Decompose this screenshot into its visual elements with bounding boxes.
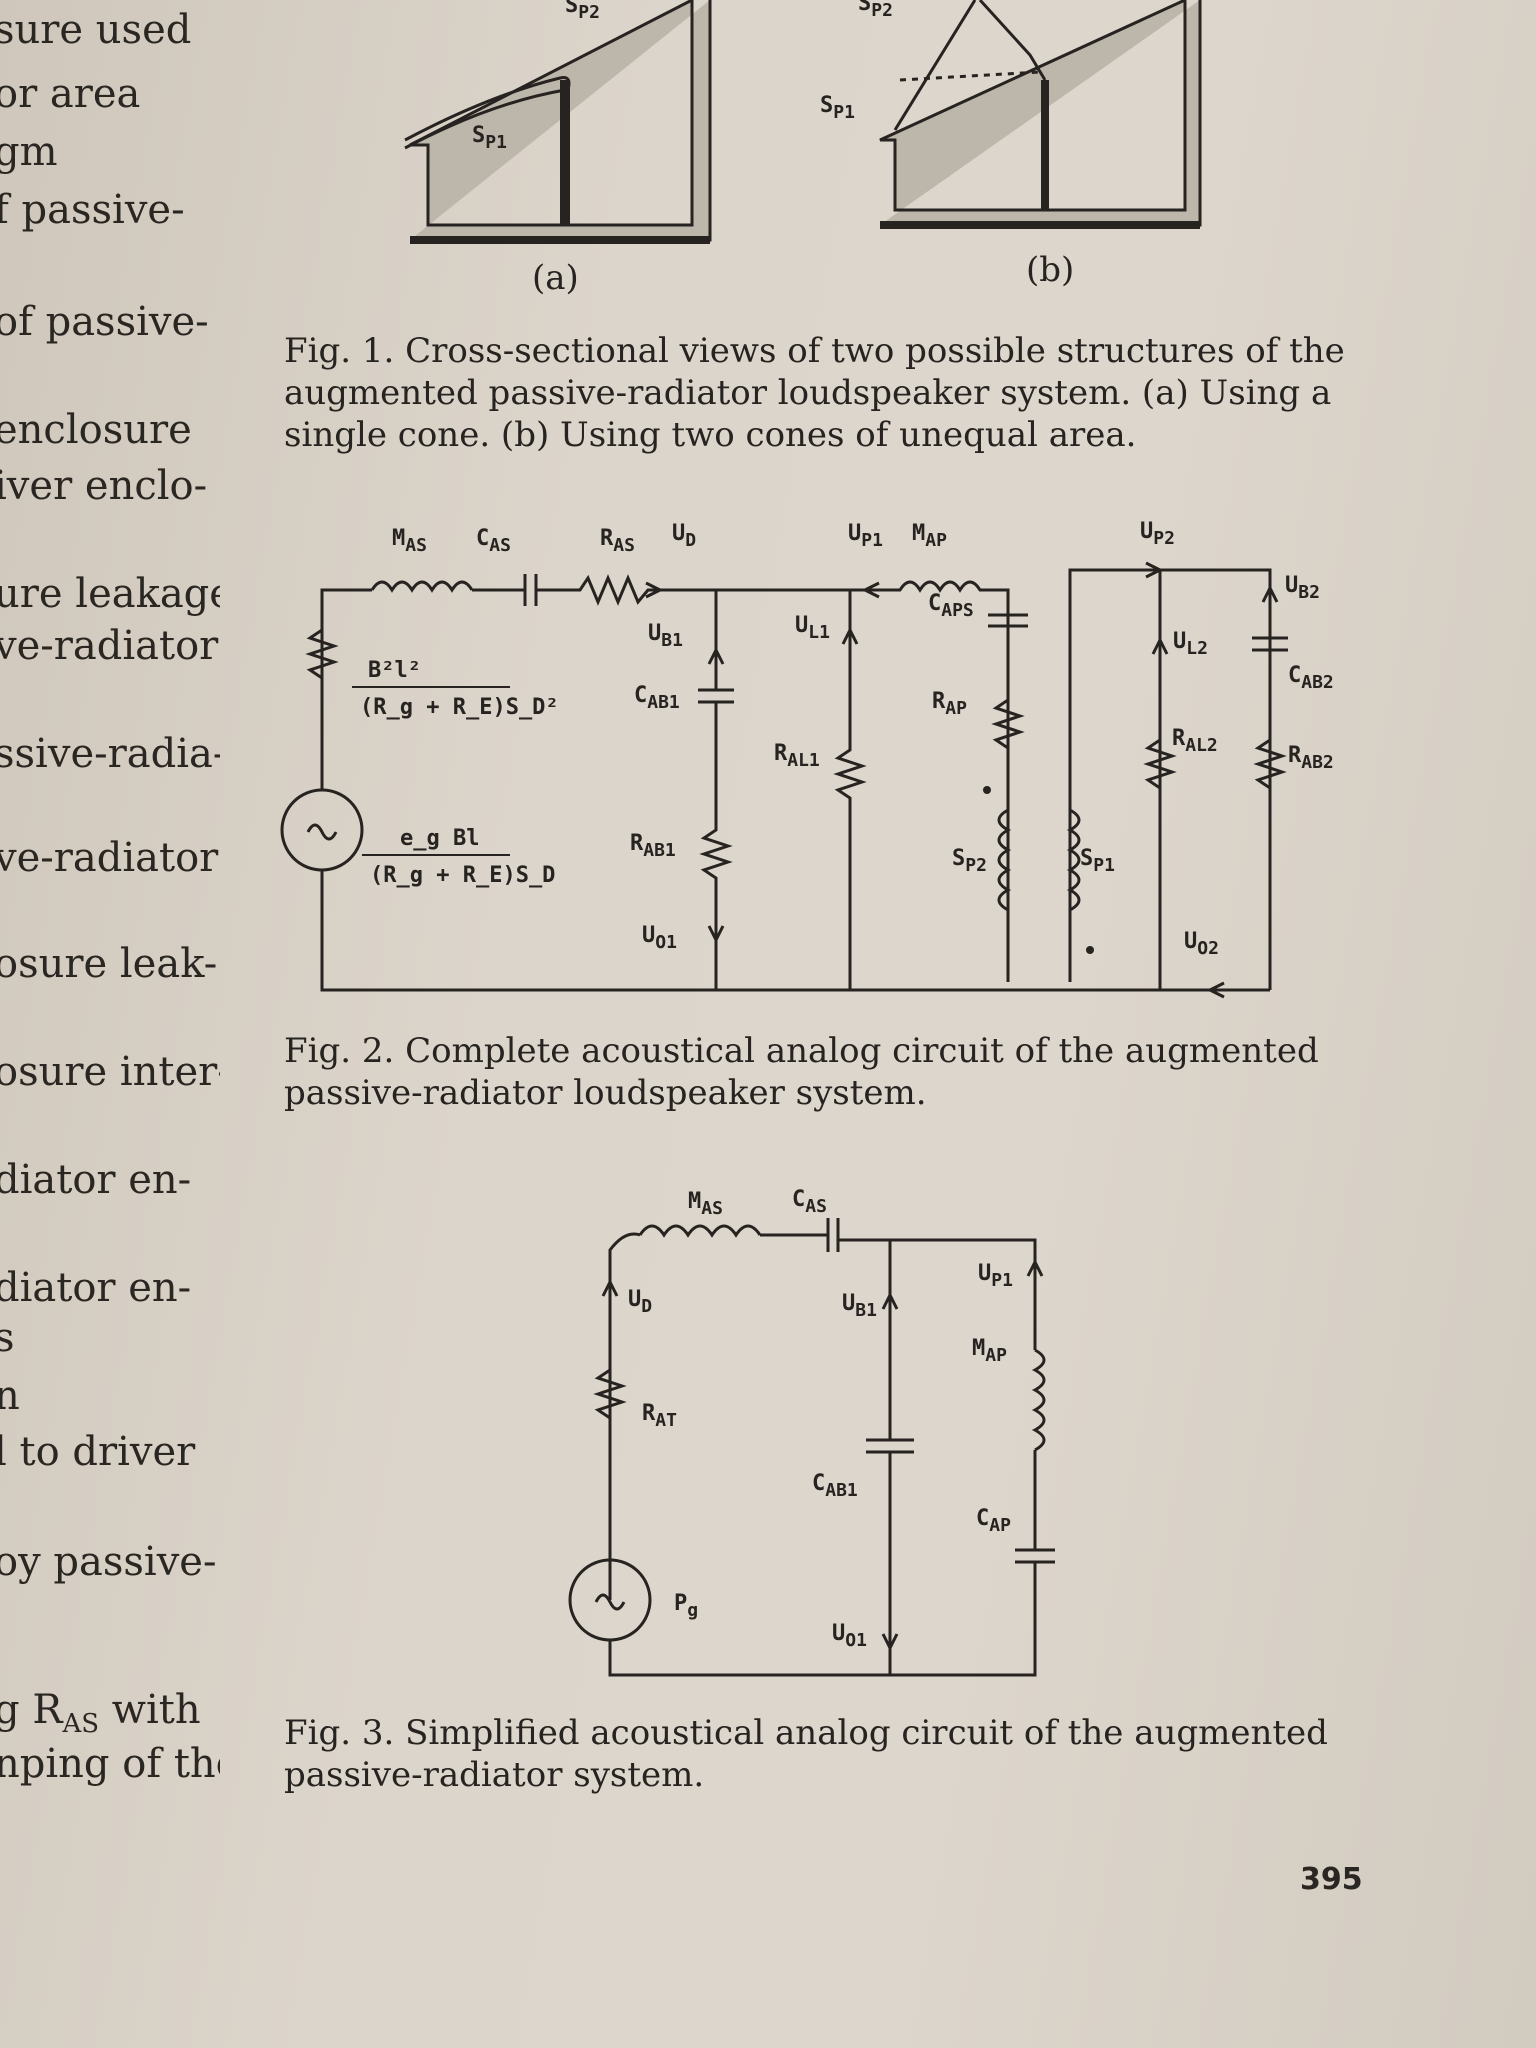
fig2-fraction-1-denominator: (R_g + R_E)S_D² xyxy=(360,695,559,720)
fig2-ul1-label: UL1 xyxy=(795,613,830,643)
fig2-cas-label: CAS xyxy=(476,526,511,556)
fig3-ub1-label: UB1 xyxy=(842,1291,877,1321)
fig3-pg-label: Pg xyxy=(674,1591,698,1621)
fig2-cab1-label: CAB1 xyxy=(634,683,680,713)
left-column-fragments: sure used or area gm f passive- of passi… xyxy=(0,0,220,2048)
fig1a-top-label: SP2 xyxy=(565,0,600,23)
fig1-caption: Fig. 1. Cross-sectional views of two pos… xyxy=(284,331,1345,455)
margin-line: oy passive- xyxy=(0,1539,217,1585)
fig2-caps-label: CAPS xyxy=(928,591,974,621)
margin-line: diator en- xyxy=(0,1157,192,1203)
margin-line: n xyxy=(0,1373,20,1419)
fig1a-enclosure: SP1 SP2 xyxy=(404,0,712,244)
fig3-cab1-label: CAB1 xyxy=(812,1471,858,1501)
fig2-caption: Fig. 2. Complete acoustical analog circu… xyxy=(284,1031,1319,1113)
page-number: 395 xyxy=(1300,1862,1363,1897)
margin-line: f passive- xyxy=(0,187,185,233)
fig2-rap-label: RAP xyxy=(932,689,967,719)
fig2-ral2-label: RAL2 xyxy=(1172,726,1218,756)
fig3-uo1-label: UO1 xyxy=(832,1621,867,1651)
fig3-cas-label: CAS xyxy=(792,1187,827,1217)
margin-line: iver enclo- xyxy=(0,463,208,509)
fig2-ub2-label: UB2 xyxy=(1285,573,1320,603)
figure-3-simplified-circuit: MAS CAS UD UB1 UP1 MAP RAT CAB1 CAP Pg U… xyxy=(568,1187,1055,1677)
fig2-cab2-label: CAB2 xyxy=(1288,663,1334,693)
margin-line: l to driver xyxy=(0,1429,196,1475)
fig2-fraction-2-denominator: (R_g + R_E)S_D xyxy=(370,863,555,888)
fig2-mas-label: MAS xyxy=(392,526,427,556)
fig3-up1-label: UP1 xyxy=(978,1261,1013,1291)
fig2-labels: MAS CAS RAS UD UP1 MAP UP2 CAPS UB1 UL1 … xyxy=(360,519,1334,959)
fig2-ral1-label: RAL1 xyxy=(774,741,820,771)
fig2-rab1-label: RAB1 xyxy=(630,831,676,861)
margin-line: ve-radiator xyxy=(0,835,219,881)
margin-line: ve-radiator xyxy=(0,623,219,669)
margin-line: nping of the xyxy=(0,1741,220,1787)
margin-line: osure inter- xyxy=(0,1049,220,1095)
fig2-ras-label: RAS xyxy=(600,526,635,556)
margin-line: or area xyxy=(0,71,141,117)
fig3-map-label: MAP xyxy=(972,1336,1007,1366)
fig3-wiring xyxy=(568,1218,1055,1677)
fig3-caption: Fig. 3. Simplified acoustical analog cir… xyxy=(284,1713,1328,1795)
margin-line: sure used xyxy=(0,7,192,53)
fig3-rat-label: RAT xyxy=(642,1401,677,1431)
fig2-ub1-label: UB1 xyxy=(648,621,683,651)
margin-line: ure leakage xyxy=(0,571,220,617)
fig1a-cone-label: SP1 xyxy=(472,123,507,153)
margin-line: s xyxy=(0,1315,15,1361)
margin-line: gm xyxy=(0,129,58,175)
fig2-sp2-label: SP2 xyxy=(952,846,987,876)
margin-line: osure leak- xyxy=(0,941,218,987)
fig2-map-label: MAP xyxy=(912,521,947,551)
fig1b-top-label: SP2 xyxy=(858,0,893,21)
margin-line: g RAS with xyxy=(0,1687,201,1739)
fig2-fraction-2-numerator: e_g Bl xyxy=(400,826,479,851)
fig2-rab2-label: RAB2 xyxy=(1288,743,1334,773)
fig2-fraction-1-numerator: B²l² xyxy=(368,658,421,683)
fig3-cap-label: CAP xyxy=(976,1506,1011,1536)
margin-line: of passive- xyxy=(0,299,209,345)
figure-2-complete-circuit: MAS CAS RAS UD UP1 MAP UP2 CAPS UB1 UL1 … xyxy=(280,519,1334,999)
fig2-ud-label: UD xyxy=(672,521,696,551)
margin-line: enclosure xyxy=(0,407,192,453)
fig1-label-a: (a) xyxy=(532,258,579,298)
fig2-sp1-label: SP1 xyxy=(1080,846,1115,876)
figure-1-cross-sections: SP1 SP2 SP1 SP2 xyxy=(404,0,1202,244)
fig1b-enclosure: SP1 SP2 xyxy=(820,0,1202,229)
fig2-uo2-label: UO2 xyxy=(1184,929,1219,959)
fig3-ud-label: UD xyxy=(628,1287,652,1317)
fig1b-cone-label: SP1 xyxy=(820,93,855,123)
fig2-ul2-label: UL2 xyxy=(1173,629,1208,659)
fig2-up1-label: UP1 xyxy=(848,521,883,551)
fig2-uo1-label: UO1 xyxy=(642,923,677,953)
fig3-mas-label: MAS xyxy=(688,1189,723,1219)
fig3-labels: MAS CAS UD UB1 UP1 MAP RAT CAB1 CAP Pg U… xyxy=(628,1187,1013,1651)
margin-line: diator en- xyxy=(0,1265,192,1311)
fig1-label-b: (b) xyxy=(1026,250,1075,290)
fig2-wiring xyxy=(280,561,1288,999)
margin-line: ssive-radia- xyxy=(0,731,220,777)
fig2-up2-label: UP2 xyxy=(1140,519,1175,549)
